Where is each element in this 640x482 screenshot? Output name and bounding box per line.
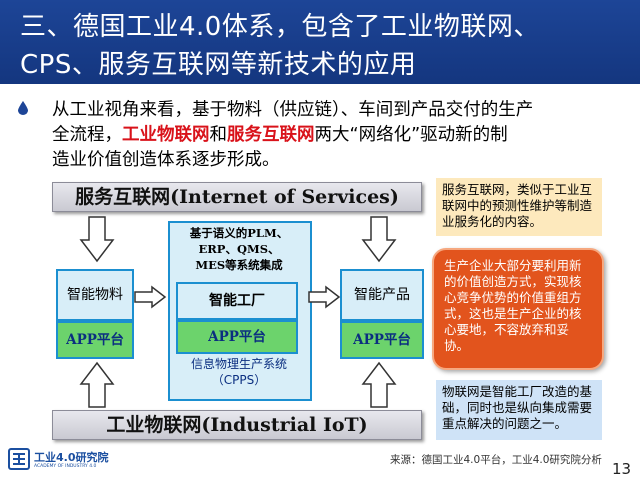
logo-subtitle: ACADEMY OF INDUSTRY 4.0: [34, 464, 97, 469]
academy-logo: 工业4.0研究院 ACADEMY OF INDUSTRY 4.0: [8, 446, 109, 476]
up-arrow-icon: [79, 361, 115, 408]
bullet-drop-icon: [18, 101, 28, 115]
internet-of-services-bar: 服务互联网(Internet of Services): [52, 182, 422, 212]
left-app-platform: APP平台: [56, 321, 134, 359]
page-number: 13: [612, 460, 632, 478]
source-note: 来源：德国工业4.0平台，工业4.0研究院分析: [390, 454, 602, 466]
right-arrow-icon: [308, 285, 341, 309]
paragraph-line1: 从工业视角来看，基于物料（供应链）、车间到产品交付的生产: [52, 100, 534, 120]
right-app-platform: APP平台: [340, 321, 424, 359]
smart-product-node: 智能产品: [340, 269, 424, 321]
industrial-iot-bar: 工业物联网(Industrial IoT): [52, 410, 422, 440]
system-integration-text: 基于语义的PLM、 ERP、QMS、 MES等系统集成: [189, 226, 289, 272]
paragraph-line3: 造业价值创造体系逐步形成。: [52, 150, 280, 170]
note-services-internet: 服务互联网，类似于工业互联网中的预测性维护等制造业服务化的内容。: [436, 178, 602, 236]
note-value-creation: 生产企业大部分要利用新的价值创造方式，实现核心竞争优势的价值重组方式，这也是生产…: [432, 248, 604, 370]
slide-title-line2: CPS、服务互联网等新技术的应用: [20, 50, 417, 80]
smart-factory-node: 智能工厂: [176, 282, 298, 320]
logo-mark-icon: [8, 448, 30, 470]
highlight-internet-of-services: 服务互联网: [227, 125, 315, 145]
slide-title-line1: 三、德国工业4.0体系，包含了工业物联网、: [20, 12, 540, 42]
cpps-label: 信息物理生产系统 （CPPS）: [190, 357, 287, 387]
smart-material-node: 智能物料: [56, 269, 134, 321]
down-arrow-icon: [79, 216, 115, 263]
right-arrow-icon: [134, 285, 167, 309]
logo-name: 工业4.0研究院: [34, 451, 109, 464]
paragraph-line2: 全流程，工业物联网和服务互联网两大“网络化”驱动新的制: [52, 125, 508, 145]
center-app-platform: APP平台: [176, 320, 298, 354]
title-bar: 三、德国工业4.0体系，包含了工业物联网、 CPS、服务互联网等新技术的应用: [0, 0, 640, 84]
highlight-industrial-iot: 工业物联网: [122, 125, 210, 145]
note-iot-foundation: 物联网是智能工厂改造的基础，同时也是纵向集成需要重点解决的问题之一。: [436, 380, 602, 440]
down-arrow-icon: [361, 216, 397, 263]
up-arrow-icon: [361, 361, 397, 408]
